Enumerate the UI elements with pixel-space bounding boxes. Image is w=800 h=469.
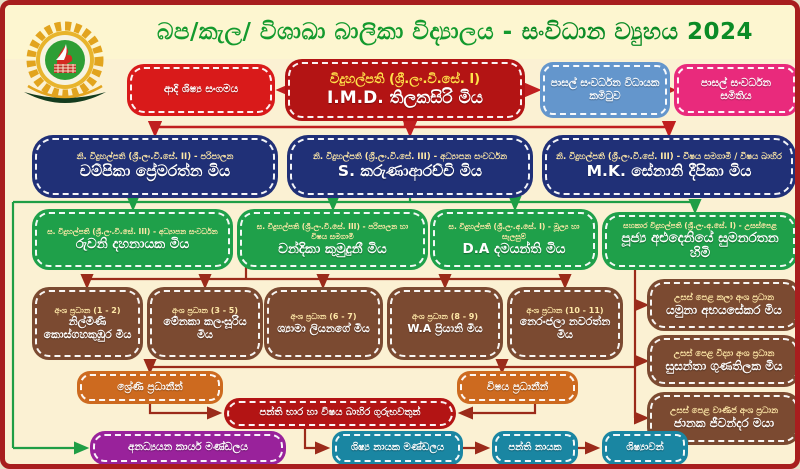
crest-swan — [56, 44, 67, 60]
org-node-non-academic-staff: අනධ්‍යයන කාර්ය මණ්ඩලය — [93, 434, 283, 462]
node-person-name: D.A දමයන්ති මිය — [462, 240, 566, 257]
node-title: ස. විදුහල්පති (ශ්‍රී.ලං.අ.සේ. I) - මූල්‍… — [448, 222, 580, 241]
node-label: විෂය ප්‍රධානීන් — [486, 380, 549, 393]
node-title: අංශ ප්‍රධාන (10 - 11) — [526, 305, 604, 315]
node-label: පන්ති භාර හා විෂය බාහිර ගුරුභවතුන් — [259, 407, 421, 419]
node-title: නි. විදුහල්පති (ශ්‍රී.ලං.වි.සේ. III) - ව… — [556, 152, 782, 163]
node-person-name: යමුනා අභයසේකර මිය — [666, 302, 782, 317]
node-person-name: ශ්‍යාමා ලියනගේ මිය — [277, 321, 370, 335]
node-person-name: ජානක ජීවන්දර මයා — [673, 416, 775, 431]
node-title: නි. විදුහල්පති (ශ්‍රී.ලං.වි.සේ. III) - අ… — [313, 152, 507, 163]
node-label: ශ්‍රේණි ප්‍රධානීන් — [117, 380, 183, 393]
node-person-name: රුවනි දහනායක මිය — [75, 235, 190, 252]
org-node-section-10-11: අංශ ප්‍රධාන (10 - 11) නෙරංජලා නවරත්න මිය — [510, 290, 620, 357]
crest-sunburst — [26, 21, 104, 99]
org-node-assistant-1: ස. විදුහල්පති (ශ්‍රී.ලං.වි.සේ. III) - අධ… — [35, 212, 230, 267]
org-node-al-arts-head: උසස් පෙළ කලා අංශ ප්‍රධාන යමුනා අභයසේකර ම… — [650, 282, 795, 328]
node-label: ආදි ශිෂ්‍ය සංගමය — [163, 83, 239, 96]
node-title: අංශ ප්‍රධාන (3 - 5) — [171, 305, 239, 315]
org-node-section-1-2: අංශ ප්‍රධාන (1 - 2) නිල්මිණි කොස්ගහකුඹුර… — [35, 290, 140, 357]
node-title: උසස් පෙළ වාණිජ අංශ ප්‍රධාන — [669, 406, 778, 417]
node-title: ස. විදුහල්පති (ශ්‍රී.ලං.වි.සේ. III) - අධ… — [47, 227, 218, 237]
node-title: සහකාර විදුහල්පති (ශ්‍රී.ලං.අ.සේ. I) - උස… — [623, 221, 777, 231]
node-title: උසස් පෙළ විද්‍යා අංශ ප්‍රධාන — [673, 348, 775, 359]
org-node-assistant-3: ස. විදුහල්පති (ශ්‍රී.ලං.අ.සේ. I) - මූල්‍… — [433, 212, 595, 267]
node-person-name: මේනකා කලංසූරිය මිය — [163, 315, 247, 341]
node-title: විදුහල්පති (ශ්‍රී.ලං.වි.සේ. I) — [329, 72, 481, 88]
org-node-alumni-association: ආදි ශිෂ්‍ය සංගමය — [130, 67, 272, 113]
org-node-subject-heads: විෂය ප්‍රධානීන් — [460, 374, 575, 401]
node-label: අනධ්‍යයන කාර්ය මණ්ඩලය — [128, 441, 248, 454]
org-node-deputy-cocurricular: නි. විදුහල්පති (ශ්‍රී.ලං.වි.සේ. III) - ව… — [545, 138, 793, 195]
node-label: පන්ති නායක — [508, 441, 562, 453]
page-title: බප/කැල/ විශාඛා බාලිකා විද්‍යාලය - සංවිධාන… — [110, 19, 795, 45]
node-person-name: M.K. සේනානි දීපිකා මිය — [586, 162, 752, 181]
node-label: පාසල් සංවර්ධන විධායක කමිටුව — [550, 76, 660, 102]
org-node-deputy-admin: නි. විදුහල්පති (ශ්‍රී.ලං.වි.සේ. II) - පර… — [35, 138, 275, 195]
node-person-name: පූජ්‍ය අළුදෙනියේ සුමනරතන හිමි — [621, 229, 779, 261]
node-person-name: නෙරංජලා නවරත්න මිය — [519, 315, 611, 341]
org-node-al-science-head: උසස් පෙළ විද්‍යා අංශ ප්‍රධාන සුසන්තා ගුණ… — [650, 338, 795, 384]
node-person-name: I.M.D. තිලකසිරි මිය — [326, 87, 484, 108]
school-crest-logo — [24, 21, 106, 103]
node-label: පාසල් සංවර්ධන සමිතිය — [700, 76, 772, 102]
node-title: උසස් පෙළ කලා අංශ ප්‍රධාන — [674, 292, 774, 303]
org-node-principal: විදුහල්පති (ශ්‍රී.ලං.වි.සේ. I) I.M.D. ති… — [288, 62, 522, 118]
page-title-year: සංවිධාන ව්‍යුහය 2024 — [521, 19, 754, 45]
org-node-class-leader: පන්ති නායක — [495, 434, 575, 462]
org-node-students: ශිෂ්‍යාවන් — [605, 434, 685, 462]
org-node-assistant-2: ස. විදුහල්පති (ශ්‍රී.ලං.වි.සේ. III) - පර… — [240, 212, 425, 267]
title-strip — [5, 5, 795, 59]
crest-scroll — [27, 84, 103, 99]
crest-grid — [54, 64, 76, 73]
org-node-class-subject-teachers: පන්ති භාර හා විෂය බාහිර ගුරුභවතුන් — [227, 401, 453, 426]
org-node-section-6-7: අංශ ප්‍රධාන (6 - 7) ශ්‍යාමා ලියනගේ මිය — [267, 290, 380, 357]
org-node-grade-heads: ශ්‍රේණි ප්‍රධානීන් — [80, 374, 220, 401]
node-person-name: නිල්මිණි කොස්ගහකුඹුර මිය — [43, 315, 132, 341]
org-node-al-commerce-head: උසස් පෙළ වාණිජ අංශ ප්‍රධාන ජානක ජීවන්දර … — [650, 395, 795, 442]
node-title: අංශ ප්‍රධාන (1 - 2) — [54, 305, 121, 315]
node-person-name: චන්දිකා කුමුදුනී මිය — [278, 240, 387, 257]
page-title-school: බප/කැල/ විශාඛා බාලිකා විද්‍යාලය - — [156, 19, 513, 45]
org-node-dev-society: පාසල් සංවර්ධන සමිතිය — [677, 67, 795, 113]
org-node-section-8-9: අංශ ප්‍රධාන (8 - 9) W.A ප්‍රියානි මිය — [390, 290, 500, 357]
node-person-name: චම්පිකා ප්‍රේමරත්න මිය — [79, 162, 231, 181]
org-node-deputy-education: නි. විදුහල්පති (ශ්‍රී.ලං.වි.සේ. III) - අ… — [290, 138, 530, 195]
node-title: ස. විදුහල්පති (ශ්‍රී.ලං.වි.සේ. III) - පර… — [256, 222, 409, 241]
org-node-section-3-5: අංශ ප්‍රධාන (3 - 5) මේනකා කලංසූරිය මිය — [150, 290, 260, 357]
node-person-name: සුසන්තා ගුණතිලක මිය — [665, 358, 783, 373]
node-title: අංශ ප්‍රධාන (8 - 9) — [411, 312, 479, 322]
node-title: අංශ ප්‍රධාන (6 - 7) — [290, 312, 357, 322]
node-title: නි. විදුහල්පති (ශ්‍රී.ලං.වි.සේ. II) - පර… — [76, 152, 234, 163]
node-person-name: W.A ප්‍රියානි මිය — [407, 321, 483, 335]
org-node-prefects-board: ශිෂ්‍ය නායක මණ්ඩලය — [335, 434, 460, 462]
node-label: ශිෂ්‍ය නායක මණ්ඩලය — [350, 441, 445, 453]
crest-leaves — [24, 92, 106, 103]
org-node-dev-exec-committee: පාසල් සංවර්ධන විධායක කමිටුව — [543, 65, 667, 115]
node-person-name: S. කරුණාආරච්චි මිය — [337, 162, 483, 181]
node-label: ශිෂ්‍යාවන් — [626, 441, 664, 453]
org-node-assistant-al: සහකාර විදුහල්පති (ශ්‍රී.ලං.අ.සේ. I) - උස… — [605, 215, 795, 267]
